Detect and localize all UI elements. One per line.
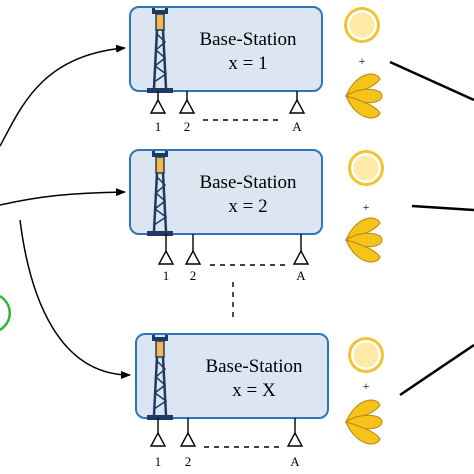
plus-symbol: + (363, 200, 370, 214)
antenna-label-2: 2 (190, 268, 197, 283)
station-title: Base-Station (205, 356, 303, 377)
beam-icon (345, 73, 383, 119)
beam-icon (345, 399, 383, 445)
station-index: x = X (232, 380, 276, 401)
station-title: Base-Station (199, 29, 297, 50)
plus-symbol: + (363, 379, 370, 393)
antenna-icon (150, 99, 166, 114)
beam-icon (345, 217, 383, 263)
antenna-icon (287, 432, 303, 447)
station-index: x = 1 (228, 53, 267, 74)
output-line-x (399, 343, 474, 397)
base-station-2: Base-Station x = 2 1 2 A + (129, 149, 474, 283)
antenna-label-2: 2 (184, 119, 191, 134)
antenna-label-a: A (292, 119, 302, 134)
output-line-1 (389, 60, 474, 102)
input-arrow-2 (0, 188, 126, 206)
antenna-label-1: 1 (155, 119, 162, 134)
sun-icon (344, 7, 380, 43)
base-station-x: Base-Station x = X 1 2 A + (135, 333, 474, 469)
antenna-label-a: A (290, 454, 300, 469)
antenna-icon (185, 250, 201, 265)
input-arrow-3 (19, 219, 131, 379)
input-arrow-1 (0, 44, 126, 147)
sun-icon (348, 337, 384, 373)
antenna-label-1: 1 (155, 454, 162, 469)
station-index: x = 2 (228, 196, 267, 217)
plus-symbol: + (359, 54, 366, 68)
green-arc (0, 294, 11, 332)
station-box (129, 149, 323, 235)
antenna-label-2: 2 (185, 454, 192, 469)
output-line-2 (411, 204, 474, 212)
antenna-label-1: 1 (163, 268, 170, 283)
antenna-icon (179, 99, 195, 114)
antenna-label-a: A (296, 268, 306, 283)
station-box (135, 333, 329, 419)
sun-icon (348, 150, 384, 186)
antenna-icon (180, 432, 196, 447)
antenna-icon (150, 432, 166, 447)
antenna-icon (293, 250, 309, 265)
antenna-icon (158, 250, 174, 265)
antenna-icon (289, 99, 305, 114)
station-title: Base-Station (199, 172, 297, 193)
station-box (129, 6, 323, 92)
base-station-1: Base-Station x = 1 1 2 A + (129, 6, 474, 134)
